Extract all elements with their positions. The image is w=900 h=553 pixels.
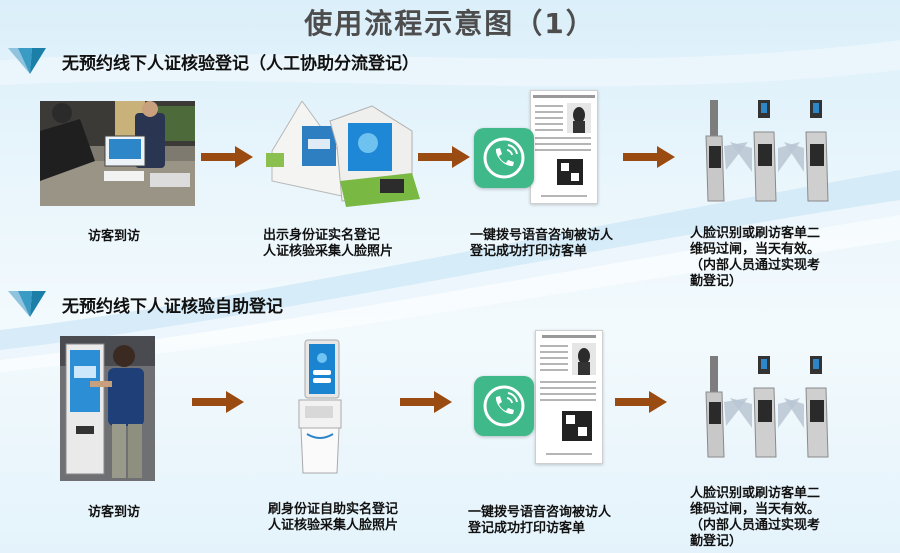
section-title: 无预约线下人证核验登记（人工协助分流登记）: [62, 54, 419, 74]
phone-call-icon: [474, 128, 534, 188]
standing-self-service-kiosk: [295, 338, 345, 478]
step-caption: 人脸识别或刷访客单二 维码过闸，当天有效。 （内部人员通过实现考 勤登记）: [690, 226, 821, 289]
speed-gate-turnstiles: [700, 96, 850, 208]
flow-arrow-icon: [418, 146, 470, 168]
step-caption: 一键拨号语音咨询被访人 登记成功打印访客单: [470, 228, 614, 259]
step-caption: 刷身份证自助实名登记 人证核验采集人脸照片: [268, 502, 399, 533]
step-caption: 人脸识别或刷访客单二 维码过闸，当天有效。 （内部人员通过实现考 勤登记）: [690, 486, 821, 549]
phone-call-icon: [474, 376, 534, 436]
reception-desk-photo: [40, 101, 195, 206]
company-logo-icon: [8, 291, 46, 317]
page-title: 使用流程示意图（1）: [304, 7, 596, 40]
desktop-verification-terminal: [262, 101, 420, 213]
self-service-kiosk-photo: [60, 336, 155, 481]
visitor-slip: [530, 90, 598, 204]
section-title: 无预约线下人证核验自助登记: [62, 297, 283, 317]
step-caption: 出示身份证实名登记 人证核验采集人脸照片: [263, 228, 394, 259]
flow-arrow-icon: [201, 146, 253, 168]
flow-arrow-icon: [623, 146, 675, 168]
step-caption: 一键拨号语音咨询被访人 登记成功打印访客单: [468, 505, 612, 536]
company-logo-icon: [8, 48, 46, 74]
visitor-slip: [535, 330, 603, 464]
flow-arrow-icon: [192, 391, 244, 413]
step-caption: 访客到访: [88, 229, 141, 244]
speed-gate-turnstiles: [700, 352, 850, 464]
step-caption: 访客到访: [88, 505, 141, 520]
flow-arrow-icon: [615, 391, 667, 413]
flow-arrow-icon: [400, 391, 452, 413]
